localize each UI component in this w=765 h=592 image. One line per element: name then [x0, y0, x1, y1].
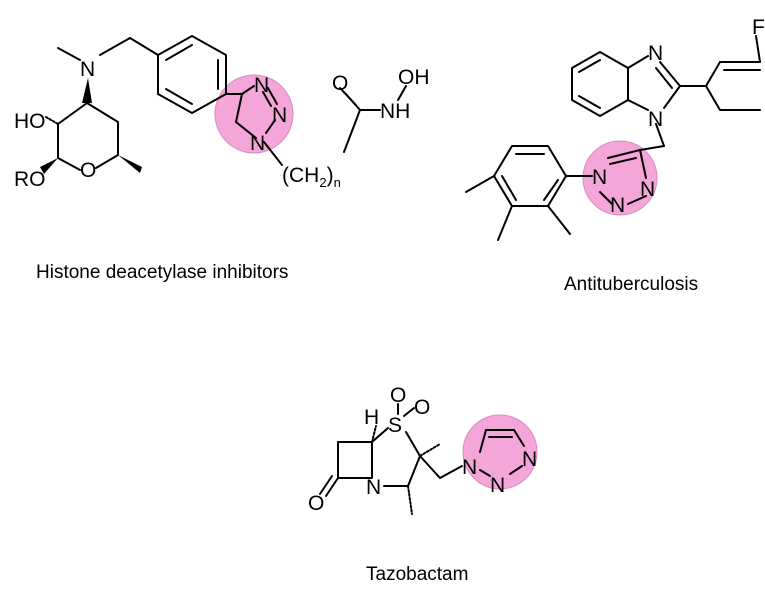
atom-triazole-n-bottom: N	[250, 132, 265, 155]
atom-fluorine: F	[752, 16, 765, 39]
atom-sulfonyl-oxygen-top: O	[390, 384, 406, 407]
triazole-highlight-2	[582, 140, 658, 216]
atom-triazole-n-right: N	[272, 104, 287, 127]
atom-triazole-n-left: N	[592, 166, 607, 189]
beta-lactam-ring	[337, 441, 373, 479]
benzo-ring	[571, 51, 629, 117]
atom-sulfur: S	[388, 414, 402, 437]
atom-sulfonyl-oxygen-right: O	[414, 396, 430, 419]
atom-ro: RO	[14, 168, 46, 191]
atom-lactam-oxygen: O	[308, 492, 324, 515]
molecule-hdac-inhibitor: N HO RO O N N N O OH NH (CH2)n Histone d…	[14, 35, 430, 283]
atom-triazole-n-bottom: N	[610, 194, 625, 217]
caption-tazobactam: Tazobactam	[366, 564, 468, 585]
benzene-ring-1	[157, 35, 227, 114]
atom-triazole-n-right: N	[640, 178, 655, 201]
molecule-tazobactam: H S O O N O N N N Tazobactam	[308, 384, 538, 585]
atom-lactam-nitrogen: N	[366, 476, 381, 499]
atom-imidazole-n-bottom: N	[648, 108, 663, 131]
atom-imidazole-n-top: N	[648, 42, 663, 65]
atom-hydroxamic-oh: OH	[398, 66, 430, 89]
atom-amide-nh: NH	[380, 100, 410, 123]
atom-n-methyl: N	[80, 58, 95, 81]
molecule-antituberculosis: N N N N N F Antituberculosis	[465, 16, 765, 295]
caption-hdac-inhibitors: Histone deacetylase inhibitors	[36, 262, 288, 283]
chain-label: (CH2)n	[282, 164, 341, 190]
atom-triazole-n-left: N	[462, 456, 477, 479]
atom-triazole-n-right: N	[522, 448, 537, 471]
caption-antituberculosis: Antituberculosis	[564, 274, 698, 295]
atom-hydroxyl: HO	[14, 110, 46, 133]
atom-triazole-n-top: N	[254, 74, 269, 97]
atom-triazole-n-bottom: N	[490, 474, 505, 497]
atom-ring-oxygen: O	[80, 159, 96, 182]
atom-hydrogen: H	[364, 406, 379, 429]
atom-carbonyl-oxygen: O	[332, 72, 348, 95]
